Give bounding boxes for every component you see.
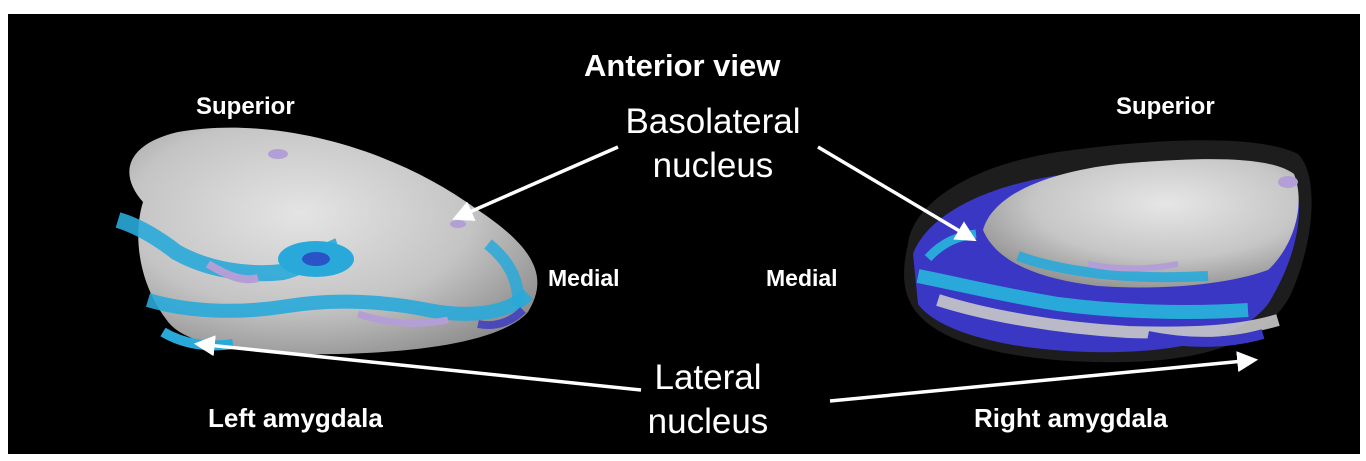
superior-label-left: Superior bbox=[196, 95, 295, 119]
lateral-callout-line1: Lateral bbox=[634, 356, 782, 400]
arrow-basolateral-left bbox=[456, 147, 618, 218]
amygdala-figure: Anterior view Superior Superior Medial M… bbox=[8, 14, 1360, 454]
basolateral-callout-line2: nucleus bbox=[604, 144, 822, 188]
medial-label-right: Medial bbox=[766, 267, 838, 290]
lateral-callout-line2: nucleus bbox=[634, 400, 782, 444]
figure-title: Anterior view bbox=[584, 50, 780, 81]
left-amygdala-label: Left amygdala bbox=[208, 405, 383, 431]
basolateral-callout-line1: Basolateral bbox=[604, 100, 822, 144]
arrow-lateral-right bbox=[830, 360, 1254, 401]
basolateral-nucleus-callout: Basolateral nucleus bbox=[604, 100, 822, 188]
arrow-lateral-left bbox=[198, 344, 641, 390]
medial-label-left: Medial bbox=[548, 267, 620, 290]
left-amygdala-model bbox=[118, 128, 537, 355]
right-amygdala-model bbox=[904, 140, 1312, 362]
right-amygdala-label: Right amygdala bbox=[974, 405, 1168, 431]
lateral-nucleus-callout: Lateral nucleus bbox=[634, 356, 782, 444]
superior-label-right: Superior bbox=[1116, 95, 1215, 119]
